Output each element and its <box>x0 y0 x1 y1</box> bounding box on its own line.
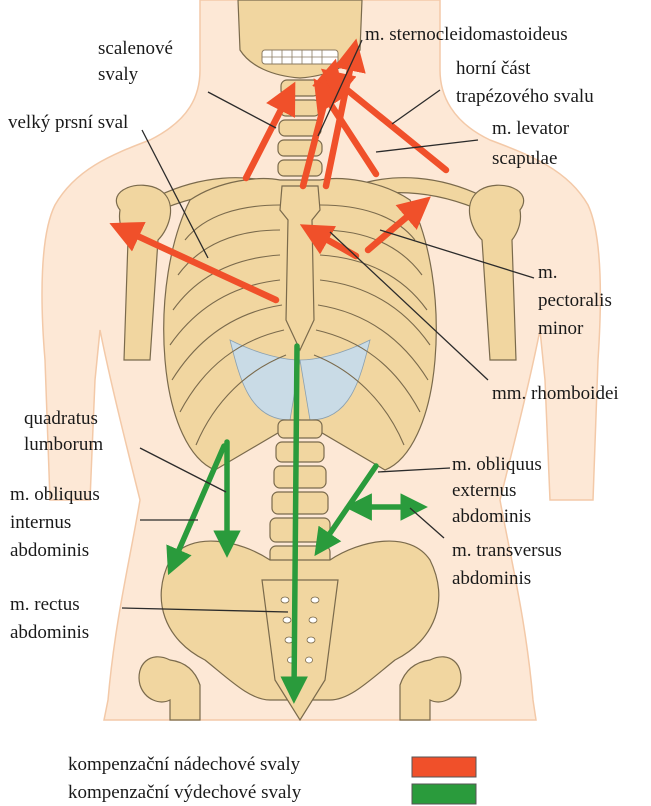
legend-expiratory-swatch <box>412 784 476 804</box>
label-trapezius-line2: trapézového svalu <box>456 86 594 107</box>
label-rhomboidei: mm. rhomboidei <box>492 383 619 404</box>
label-obliquus-ext-line3: abdominis <box>452 506 531 527</box>
legend-inspiratory-label: kompenzační nádechové svaly <box>68 754 301 775</box>
label-levator-line1: m. levator <box>492 118 570 139</box>
label-transversus-line1: m. transversus <box>452 540 562 561</box>
label-sternocleido: m. sternocleidomastoideus <box>365 24 568 45</box>
label-rectus: m. rectus abdominis <box>10 594 89 643</box>
label-pectoralis-minor-line2: pectoralis <box>538 290 612 311</box>
label-obliquus-int: m. obliquus internus abdominis <box>10 484 104 561</box>
skull <box>238 0 362 78</box>
label-sternocleido-line1: m. sternocleidomastoideus <box>365 24 568 45</box>
label-obliquus-ext-line1: m. obliquus <box>452 454 542 475</box>
label-rectus-line2: abdominis <box>10 622 89 643</box>
label-obliquus-int-line1: m. obliquus <box>10 484 100 505</box>
label-pectoralis-major: velký prsní sval <box>8 112 128 133</box>
label-scaleni: scalenové svaly <box>98 38 178 85</box>
label-obliquus-ext-line2: externus <box>452 480 516 501</box>
label-quadratus-line1: quadratus <box>24 408 98 429</box>
label-rectus-line1: m. rectus <box>10 594 80 615</box>
legend-expiratory-label: kompenzační výdechové svaly <box>68 782 302 803</box>
label-pectoralis-minor-line3: minor <box>538 318 584 339</box>
label-scaleni-line1: scalenové <box>98 38 173 59</box>
label-transversus-line2: abdominis <box>452 568 531 589</box>
legend-inspiratory-swatch <box>412 757 476 777</box>
label-pectoralis-minor-line1: m. <box>538 262 558 283</box>
label-rhomboidei-line1: mm. rhomboidei <box>492 383 619 404</box>
label-trapezius-line1: horní část <box>456 58 531 79</box>
label-trapezius: horní část trapézového svalu <box>456 58 594 107</box>
label-scaleni-line2: svaly <box>98 64 139 85</box>
label-obliquus-int-line3: abdominis <box>10 540 89 561</box>
label-levator-line2: scapulae <box>492 148 557 169</box>
label-quadratus-line2: lumborum <box>24 434 103 455</box>
legend: kompenzační nádechové svaly kompenzační … <box>68 754 476 804</box>
label-levator: m. levator scapulae <box>492 118 574 169</box>
arrow-rectus <box>294 346 297 694</box>
label-pectoralis-major-line1: velký prsní sval <box>8 112 128 133</box>
label-obliquus-ext: m. obliquus externus abdominis <box>452 454 546 527</box>
label-obliquus-int-line2: internus <box>10 512 71 533</box>
